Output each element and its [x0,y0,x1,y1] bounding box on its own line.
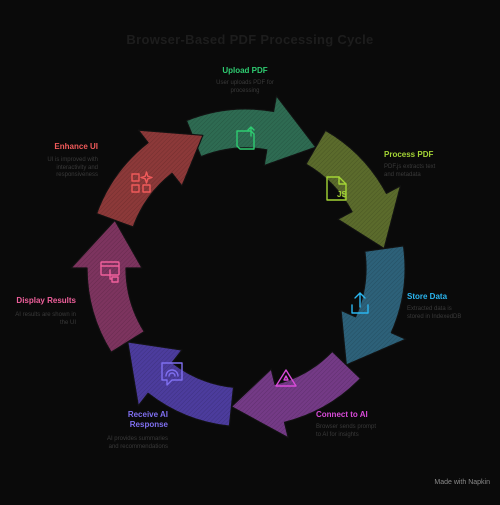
step-label-connect-ai: Connect to AI [316,410,368,419]
step-label-display-results: Display Results [16,296,76,305]
step-label-process-pdf: Process PDF [384,150,434,159]
upload-file-icon [236,126,255,150]
step-label-store-data: Store Data [407,292,448,301]
svg-text:JS: JS [337,190,347,199]
step-desc-process-pdf: PDF.js extracts text and metadata [384,164,436,178]
step-desc-upload-pdf: User uploads PDF for processing [216,80,274,94]
step-label-enhance-ui: Enhance UI [54,142,98,151]
ai-triangle-icon [275,369,297,387]
grid-sparkle-icon [131,171,153,193]
step-desc-connect-ai: Browser sends prompt to AI for insights [316,424,377,438]
rainbow-chat-icon [161,362,183,386]
cycle-segment-texture [306,130,401,249]
step-desc-display-results: AI results are shown in the UI [15,312,76,326]
step-desc-enhance-ui: UI is improved with interactivity and re… [47,157,98,178]
diagram-title: Browser-Based PDF Processing Cycle [126,32,374,47]
footer-credit: Made with Napkin [434,479,490,486]
tray-upload-icon [351,292,369,314]
step-label-receive-ai: Receive AI Response [127,410,168,429]
cycle-segment-texture [71,220,145,353]
sitemap-window-icon [100,261,120,283]
cycle-segment-texture [341,245,406,365]
step-desc-store-data: Extracted data is stored in IndexedDB [407,306,462,320]
js-file-icon: JS [326,176,347,201]
step-desc-receive-ai: AI provides summaries and recommendation… [106,436,168,450]
step-label-upload-pdf: Upload PDF [222,66,268,75]
cycle-segment-texture [127,341,234,427]
cycle-segment-texture [231,351,361,438]
